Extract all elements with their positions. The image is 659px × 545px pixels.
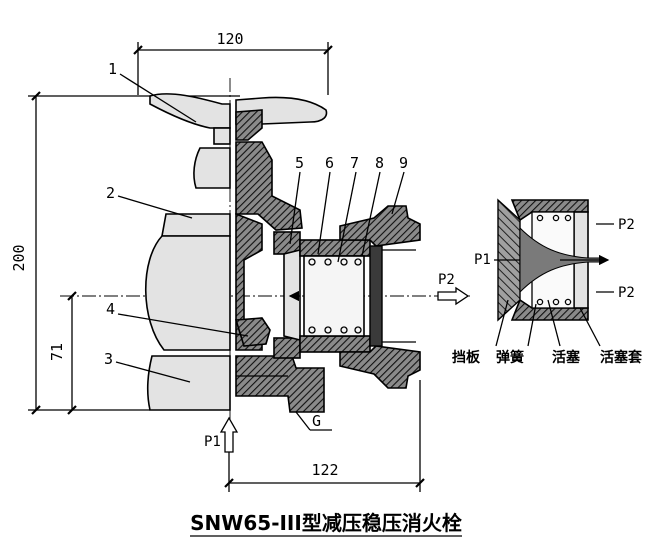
handwheel-left [149, 93, 231, 129]
bonnet-nut [193, 147, 231, 189]
part-4-label: 4 [106, 300, 115, 318]
detail-p2-bottom-label: P2 [618, 285, 635, 301]
part-1-label: 1 [108, 60, 117, 78]
piston-sleeve-top [299, 239, 371, 257]
handwheel-hub [235, 109, 263, 141]
piston-sleeve-bottom [299, 335, 371, 353]
coupling-seal [369, 245, 383, 347]
base-nut [147, 355, 231, 411]
detail-p1-label: P1 [474, 252, 491, 268]
body-collar [161, 213, 231, 237]
dimension-top-width: 120 [133, 30, 333, 95]
valve-seat [234, 317, 271, 347]
coupling-bottom [339, 345, 421, 389]
stem [213, 127, 231, 145]
detail-spring [536, 214, 572, 306]
piston [303, 255, 365, 337]
dimension-bottom-width: 122 [224, 380, 425, 492]
detail-p2-top-label: P2 [618, 217, 635, 233]
part-2-label: 2 [106, 184, 115, 202]
figure-title: SNW65-III型减压稳压消火栓 [190, 511, 462, 535]
dimension-lower-height-label: 71 [48, 343, 66, 361]
part-5-label: 5 [295, 154, 304, 172]
detail-view: P1 P2 P2 挡板 弹簧 活塞 活塞套 [452, 198, 642, 366]
part-7-label: 7 [350, 154, 359, 172]
dimension-total-height-label: 200 [10, 244, 28, 271]
outlet-ring-bottom [273, 337, 301, 359]
outlet-label: P2 [438, 272, 455, 288]
baffle [283, 248, 301, 342]
part-callouts: 1 2 3 4 5 6 7 8 9 G [104, 60, 408, 431]
coupling-top [339, 205, 421, 247]
dimension-bottom-width-label: 122 [311, 461, 338, 479]
dimension-lower-height: 71 [48, 291, 77, 415]
detail-baffle-label: 挡板 [452, 349, 481, 366]
thread-label: G [312, 412, 321, 430]
detail-piston-label: 活塞 [552, 349, 581, 366]
valve-body [144, 93, 328, 413]
dimension-top-width-label: 120 [216, 30, 243, 48]
dimension-total-height: 200 [10, 91, 240, 415]
inlet-arrow: P1 [204, 416, 239, 453]
part-9-label: 9 [399, 154, 408, 172]
outlet-arrow: P2 [437, 272, 470, 306]
spring-coils [308, 258, 362, 334]
inlet-flange-section [235, 355, 325, 413]
part-3-label: 3 [104, 350, 113, 368]
inlet-label: P1 [204, 434, 221, 450]
detail-piston-sleeve-label: 活塞套 [600, 349, 642, 366]
bonnet-section [235, 141, 303, 231]
part-8-label: 8 [375, 154, 384, 172]
detail-spring-label: 弹簧 [496, 349, 524, 366]
part-6-label: 6 [325, 154, 334, 172]
outlet-assembly [273, 205, 421, 389]
body-bulb [144, 235, 231, 351]
